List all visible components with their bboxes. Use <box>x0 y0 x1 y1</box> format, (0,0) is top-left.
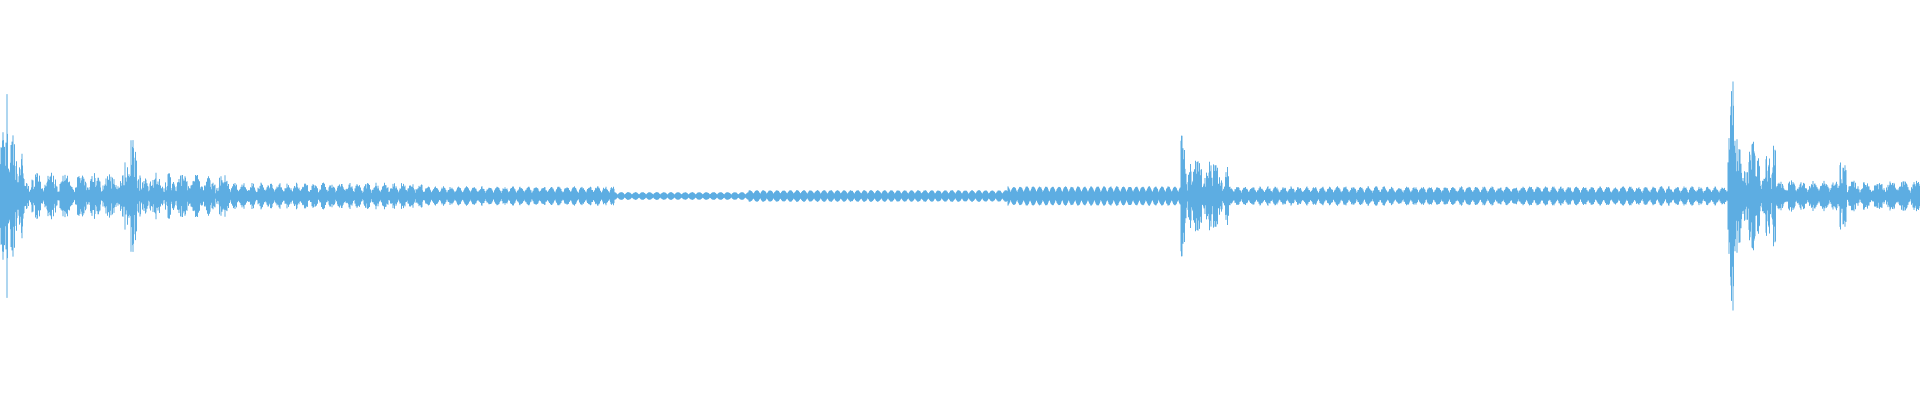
waveform-path <box>0 81 1920 311</box>
